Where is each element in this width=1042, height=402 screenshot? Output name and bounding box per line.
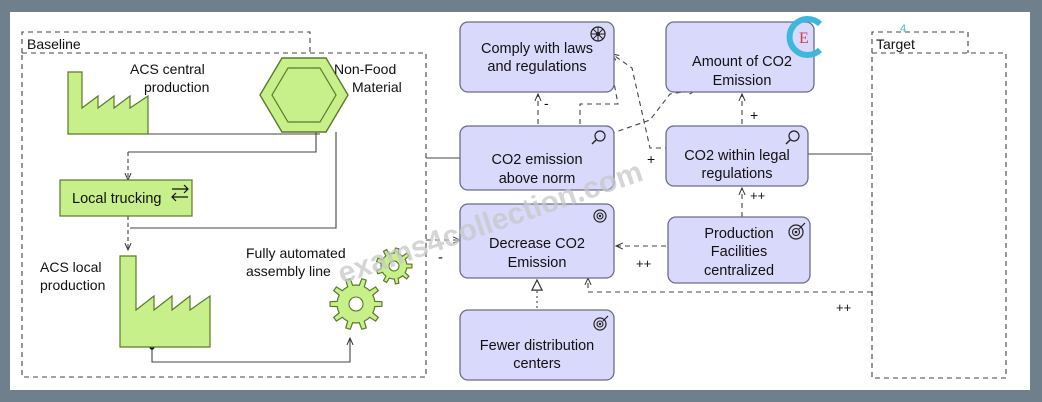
production-label-1: Production (704, 226, 773, 242)
rel-target-decrease (588, 278, 872, 293)
gear-icon (329, 247, 413, 331)
production-facilities-node[interactable]: Production Facilities centralized (667, 216, 811, 284)
acs-central-label-2: production (144, 79, 209, 95)
non-food-label-1: Non-Food (334, 61, 396, 77)
acs-central-label-1: ACS central (130, 61, 205, 77)
acs-central-production-node[interactable]: ACS central production (67, 61, 209, 135)
decrease-label-2: Emission (508, 255, 567, 271)
assembly-label-1: Fully automated (246, 245, 346, 261)
baseline-group[interactable]: Baseline (21, 31, 427, 378)
watermark-logo: E 4 (786, 16, 906, 58)
gear-hole (348, 296, 364, 312)
connectors (128, 54, 872, 363)
target-title: Target (876, 36, 915, 52)
within-legal-label-2: regulations (702, 166, 773, 182)
above-norm-label-1: CO2 emission (491, 152, 582, 168)
magnifier-icon (785, 130, 800, 145)
flow-local-to-assembly (152, 338, 350, 363)
acs-local-label-2: production (40, 277, 105, 293)
co2-above-norm-node[interactable]: CO2 emission above norm (459, 125, 615, 191)
label-minus-2: - (438, 249, 443, 266)
watermark-logo-letter: E (799, 30, 809, 47)
amount-label-1: Amount of CO2 (692, 54, 792, 70)
rel-above-norm-comply-2 (579, 62, 619, 124)
non-food-label-2: Material (352, 79, 402, 95)
decrease-label-1: Decrease CO2 (489, 236, 585, 252)
acs-local-production-node[interactable]: ACS local production (40, 255, 211, 348)
within-legal-label-1: CO2 within legal (684, 148, 790, 164)
fewer-distribution-node[interactable]: Fewer distribution centers (459, 309, 615, 381)
fewer-label-2: centers (513, 356, 561, 372)
acs-local-label-1: ACS local (40, 259, 101, 275)
label-plus-1: + (750, 107, 758, 123)
diagram-canvas: Baseline Target - - + + (10, 12, 1030, 390)
above-norm-label-2: above norm (499, 171, 576, 187)
assembly-line-node[interactable]: Fully automated assembly line (246, 245, 413, 331)
baseline-title: Baseline (27, 36, 81, 52)
label-plusplus-3: ++ (836, 300, 851, 315)
co2-within-legal-node[interactable]: CO2 within legal regulations (665, 125, 809, 187)
watermark-logo-number: 4 (900, 23, 906, 35)
rel-within-legal-comply (612, 54, 670, 149)
goal-target-icon (593, 315, 609, 331)
production-label-2: Facilities (711, 244, 767, 260)
goal-target-icon (788, 222, 806, 240)
label-minus-1: - (544, 95, 549, 111)
production-label-3: centralized (704, 263, 774, 279)
diagram-svg: Baseline Target - - + + (21, 16, 1007, 381)
non-food-material-node[interactable]: Non-Food Material (259, 57, 402, 133)
bidirectional-arrow-icon (171, 184, 189, 202)
local-trucking-label: Local trucking (72, 191, 161, 207)
amount-co2-node[interactable]: Amount of CO2 Emission (665, 21, 815, 93)
target-group[interactable]: Target (871, 31, 1007, 379)
comply-laws-node[interactable]: Comply with laws and regulations (459, 21, 615, 93)
label-plus-2: + (647, 151, 655, 167)
magnifier-icon (591, 130, 606, 145)
label-plusplus-2: ++ (636, 256, 651, 271)
rel-above-norm-amount (609, 90, 696, 135)
relation-labels: - - + + ++ ++ ++ (438, 95, 851, 315)
fewer-label-1: Fewer distribution (480, 338, 594, 354)
comply-label-2: and regulations (487, 59, 586, 75)
decrease-co2-node[interactable]: Decrease CO2 Emission (459, 203, 615, 279)
comply-label-1: Comply with laws (481, 41, 593, 57)
local-trucking-node[interactable]: Local trucking (59, 179, 193, 217)
assembly-label-2: assembly line (246, 263, 331, 279)
principle-wheel-icon (590, 26, 606, 42)
gear-hole (388, 260, 400, 272)
watermark: exams4collection.com E 4 (334, 16, 906, 291)
amount-label-2: Emission (713, 73, 772, 89)
label-plusplus-1: ++ (750, 188, 765, 203)
goal-target-icon (593, 209, 607, 223)
